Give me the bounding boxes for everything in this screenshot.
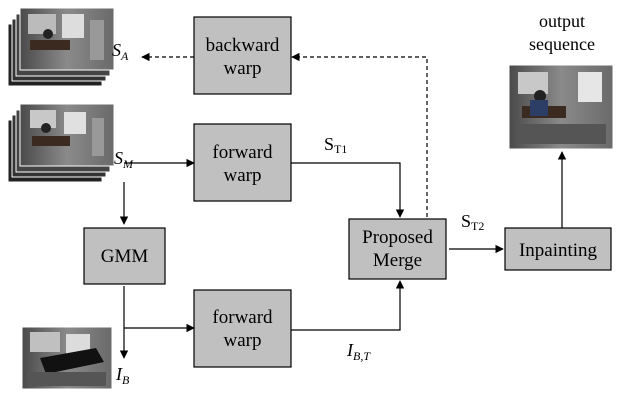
forward-warp-bottom-box: forward warp	[193, 289, 292, 368]
proposed-merge-line1: Proposed	[362, 227, 433, 248]
input-sequence-sa-thumbnail	[7, 7, 115, 87]
label-ibt: IB,T	[346, 340, 371, 363]
label-sm: SM	[114, 148, 134, 171]
input-sequence-sm-thumbnail	[7, 103, 115, 183]
ibt-to-merge-arrow	[291, 280, 405, 331]
forward-warp-bottom-line1: forward	[212, 307, 273, 328]
forward-warp-top-line2: warp	[224, 165, 262, 186]
backward-warp-box: backward warp	[193, 16, 292, 95]
proposed-merge-line2: Merge	[373, 250, 422, 271]
label-ib: IB	[115, 364, 130, 387]
gmm-label: GMM	[101, 246, 149, 267]
forward-warp-top-box: forward warp	[193, 123, 292, 202]
label-st1: ST1	[324, 134, 347, 156]
merge-to-backward-warp-arrow	[291, 52, 428, 217]
output-sequence-thumbnail	[508, 64, 614, 150]
label-sa: SA	[112, 40, 129, 63]
background-ib-thumbnail	[21, 326, 113, 390]
forward-warp-top-line1: forward	[212, 142, 273, 163]
backward-warp-line2: warp	[224, 58, 262, 79]
st1-to-merge-arrow	[291, 162, 405, 218]
label-st2: ST2	[461, 211, 484, 233]
inpainting-label: Inpainting	[519, 240, 598, 261]
output-sequence-line2: sequence	[529, 34, 595, 54]
inpainting-box: Inpainting	[504, 227, 612, 271]
proposed-merge-box: Proposed Merge	[348, 218, 447, 280]
output-sequence-line1: output	[539, 11, 585, 31]
forward-warp-bottom-line2: warp	[224, 330, 262, 351]
backward-warp-line1: backward	[206, 35, 280, 56]
gmm-box: GMM	[83, 227, 166, 285]
